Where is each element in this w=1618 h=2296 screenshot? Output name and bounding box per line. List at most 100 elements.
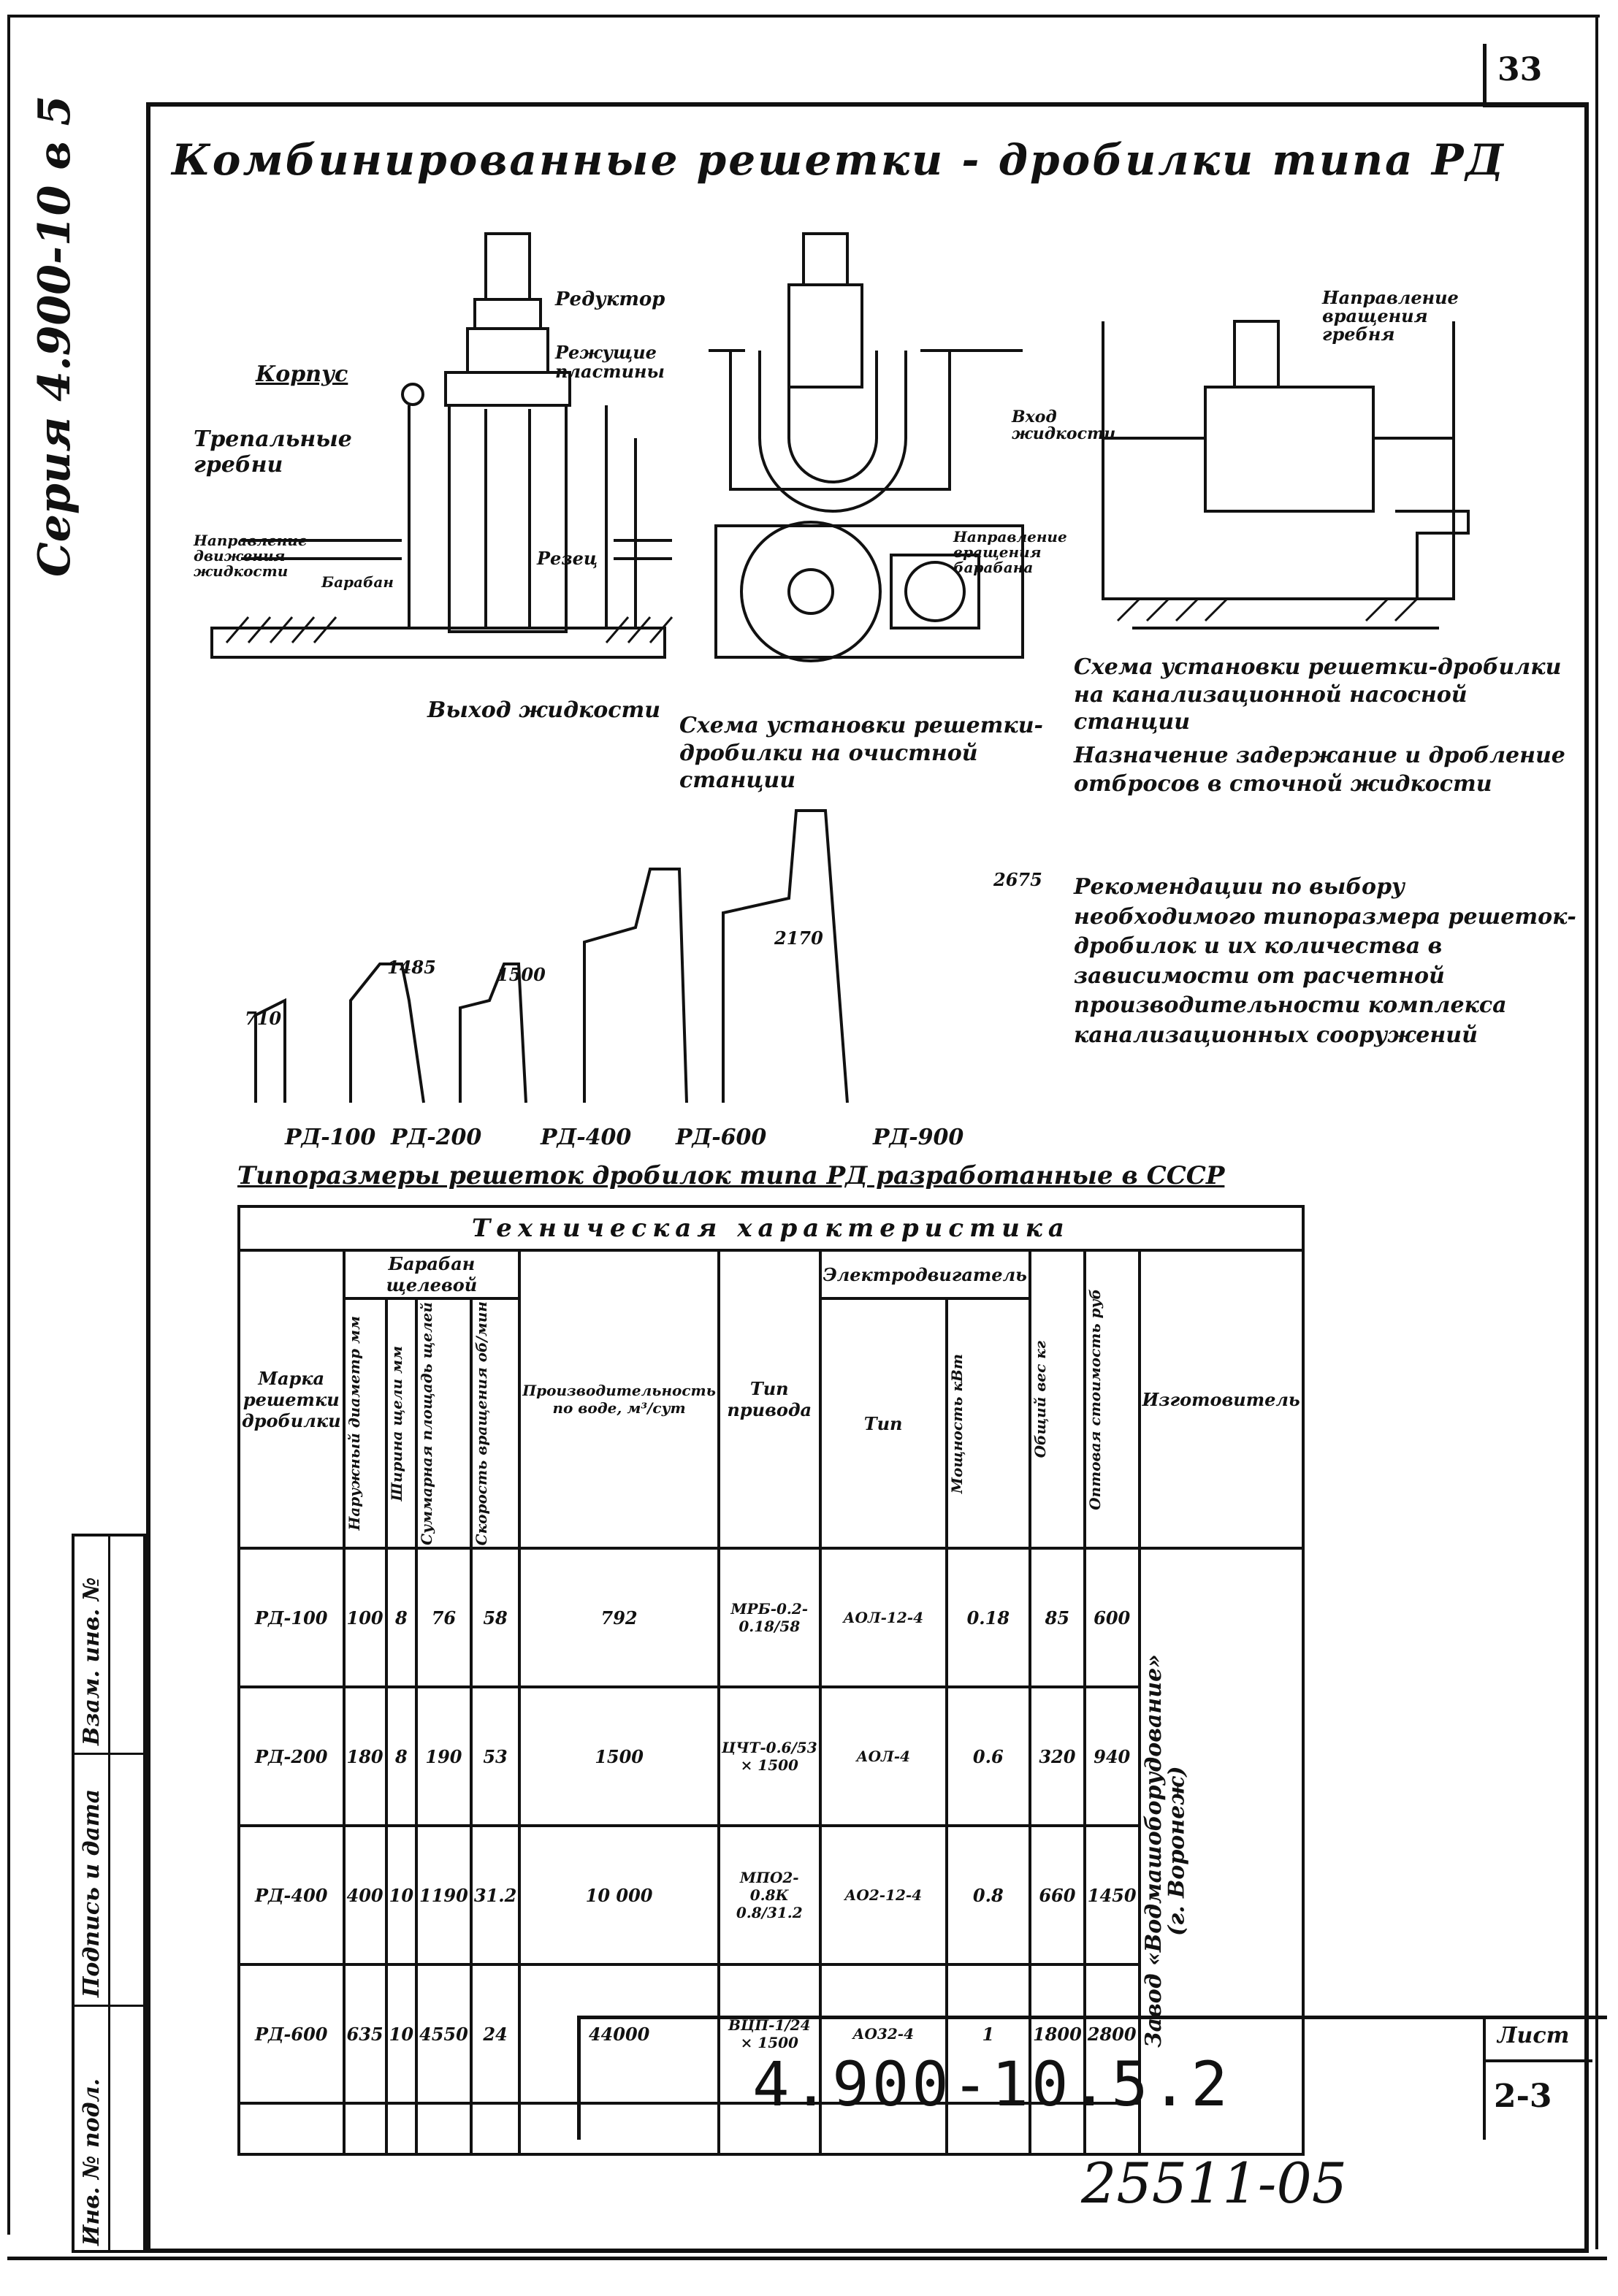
cell-mark: РД-600 (237, 1963, 346, 2105)
outer-right-line (1595, 15, 1598, 2249)
th-width-text: Ширина щели мм (387, 1345, 405, 1501)
pump-install-svg (1102, 320, 1470, 630)
caption-pump: Схема установки решетки-дробилки на кана… (1074, 654, 1562, 735)
cell-price: 940 (1083, 1685, 1141, 1828)
models-svg (254, 809, 849, 1103)
purpose-text: Назначение задержание и дробление отброс… (1074, 743, 1565, 797)
th-drive: Тип привода (717, 1248, 822, 1550)
label-reduktor: Редуктор (555, 288, 665, 310)
model-dim-3: 1500 (497, 964, 546, 985)
th-power: Мощность кВт (945, 1296, 1031, 1550)
th-power-text: Мощность кВт (947, 1353, 966, 1493)
th-area-text: Суммарная площадь щелей (418, 1301, 436, 1545)
page-number: 33 (1497, 51, 1543, 88)
th-diam: Наружный диаметр мм (342, 1296, 388, 1550)
model-dim-1: 710 (245, 1008, 282, 1029)
cell-capacity: 792 (518, 1547, 720, 1689)
label-vkhod: Вход жидкости (1012, 407, 1116, 444)
sheet-box-divider-h (1483, 2059, 1592, 2062)
cell-power: 0.8 (945, 1824, 1031, 1967)
cell-speed: 53 (469, 1685, 522, 1828)
table-row: РД-400 400 10 1190 31.2 10 000 МПО2-0.8К… (237, 1824, 1303, 1967)
cell-drive: ЦЧТ-0.6/53 × 1500 (717, 1685, 822, 1828)
cell-mark: РД-100 (237, 1547, 346, 1689)
sheet-frame (146, 102, 1589, 2253)
stamp-inv-podl: Инв. № подл. (79, 2078, 104, 2246)
cell-empty (818, 2102, 948, 2157)
cell-mark: РД-200 (237, 1685, 346, 1828)
cell-width: 8 (384, 1685, 419, 1828)
th-price-text: Оптовая стоимость руб (1085, 1288, 1104, 1510)
model-label-3: РД-400 (541, 1125, 632, 1150)
cell-speed: 58 (469, 1547, 522, 1689)
cell-weight: 85 (1028, 1547, 1086, 1689)
station-install-svg (709, 232, 1024, 662)
cell-motor: АОЛ-4 (818, 1685, 948, 1828)
caption-station: Схема установки решетки-дробилки на очис… (679, 713, 1043, 793)
cell-drive: МРБ-0.2- 0.18/58 (717, 1547, 822, 1689)
cell-diam: 400 (342, 1824, 388, 1967)
doc-code: 4.900-10.5.2 (752, 2048, 1231, 2120)
table-row: РД-100 100 8 76 58 792 МРБ-0.2- 0.18/58 … (237, 1547, 1305, 2157)
cell-width: 8 (384, 1547, 419, 1689)
cell-empty (237, 2102, 346, 2157)
sheet-box-divider-v (1483, 2016, 1486, 2140)
th-speed: Скорость вращения об/мин (469, 1296, 522, 1550)
station-install-drawing (701, 219, 1037, 686)
cell-speed: 24 (469, 1963, 522, 2105)
cell-price: 1450 (1083, 1824, 1141, 1967)
cell-empty (1083, 2102, 1141, 2157)
crusher-section-svg (210, 232, 673, 659)
cell-capacity: 10 000 (518, 1824, 720, 1967)
cell-area: 1190 (415, 1824, 473, 1967)
label-rezets: Резец (537, 548, 598, 569)
model-silhouettes (241, 781, 1045, 1117)
side-stamp-divider-mid (108, 1534, 110, 2253)
sheet-value: 2-3 (1494, 2078, 1552, 2115)
stamp-podpis: Подпись и дата (79, 1788, 104, 1997)
cell-area: 76 (415, 1547, 473, 1689)
model-label-4: РД-600 (676, 1125, 767, 1150)
label-vykhod: Выход жидкости (427, 697, 661, 723)
th-diam-text: Наружный диаметр мм (345, 1316, 363, 1531)
cell-width: 10 (384, 1824, 419, 1967)
table-row: РД-200 180 8 190 53 1500 ЦЧТ-0.6/53 × 15… (237, 1685, 1303, 1828)
label-napravlenie-dvizheniya: Направление движения жидкости (194, 532, 308, 580)
th-weight: Общий вес кг (1028, 1248, 1086, 1550)
cell-empty (342, 2102, 388, 2157)
cell-power: 0.6 (945, 1685, 1031, 1828)
outer-bottom-line (7, 2257, 1607, 2260)
label-baraban: Барабан (321, 573, 394, 591)
cell-empty (945, 2102, 1031, 2157)
page-title: Комбинированные решетки - дробилки типа … (172, 135, 1506, 185)
cell-mark: РД-400 (237, 1824, 346, 1967)
cell-weight: 660 (1028, 1824, 1086, 1967)
pump-install-drawing (1088, 292, 1497, 643)
archive-number: 25511-05 (1081, 2151, 1348, 2216)
series-label: Серия 4.900-10 в 5 (29, 95, 80, 577)
cell-area: 190 (415, 1685, 473, 1828)
spec-table: Техническая характеристика Марка решетки… (237, 1205, 1305, 2157)
th-speed-text: Скорость вращения об/мин (472, 1301, 490, 1546)
th-area: Суммарная площадь щелей (415, 1296, 473, 1550)
cell-width: 10 (384, 1963, 419, 2105)
recommendation-text: Рекомендации по выбору необходимого типо… (1074, 874, 1576, 1048)
cell-power: 1 (945, 1963, 1031, 2105)
th-weight-text: Общий вес кг (1031, 1340, 1049, 1458)
crusher-section-drawing (197, 219, 694, 701)
cell-diam: 100 (342, 1547, 388, 1689)
cell-drive: МПО2-0.8К 0.8/31.2 (717, 1824, 822, 1967)
cell-maker-text: Завод «Водмашоборудование» (г. Воронеж) (1140, 1654, 1190, 2048)
table-row-empty (237, 2102, 1303, 2157)
cell-price: 600 (1083, 1547, 1141, 1689)
sheet-label: Лист (1497, 2023, 1570, 2048)
cell-drive: ВЦП-1/24 × 1500 (717, 1963, 822, 2105)
label-rezhushchie: Режущие пластины (555, 342, 665, 383)
cell-weight: 1800 (1028, 1963, 1086, 2105)
cell-motor: АО32-4 (818, 1963, 948, 2105)
model-dim-4: 2170 (774, 927, 823, 949)
page-number-box (1483, 44, 1589, 107)
th-mark: Марка решетки дробилки (237, 1248, 346, 1550)
th-motor-type: Тип (818, 1296, 948, 1550)
cell-empty (384, 2102, 419, 2157)
